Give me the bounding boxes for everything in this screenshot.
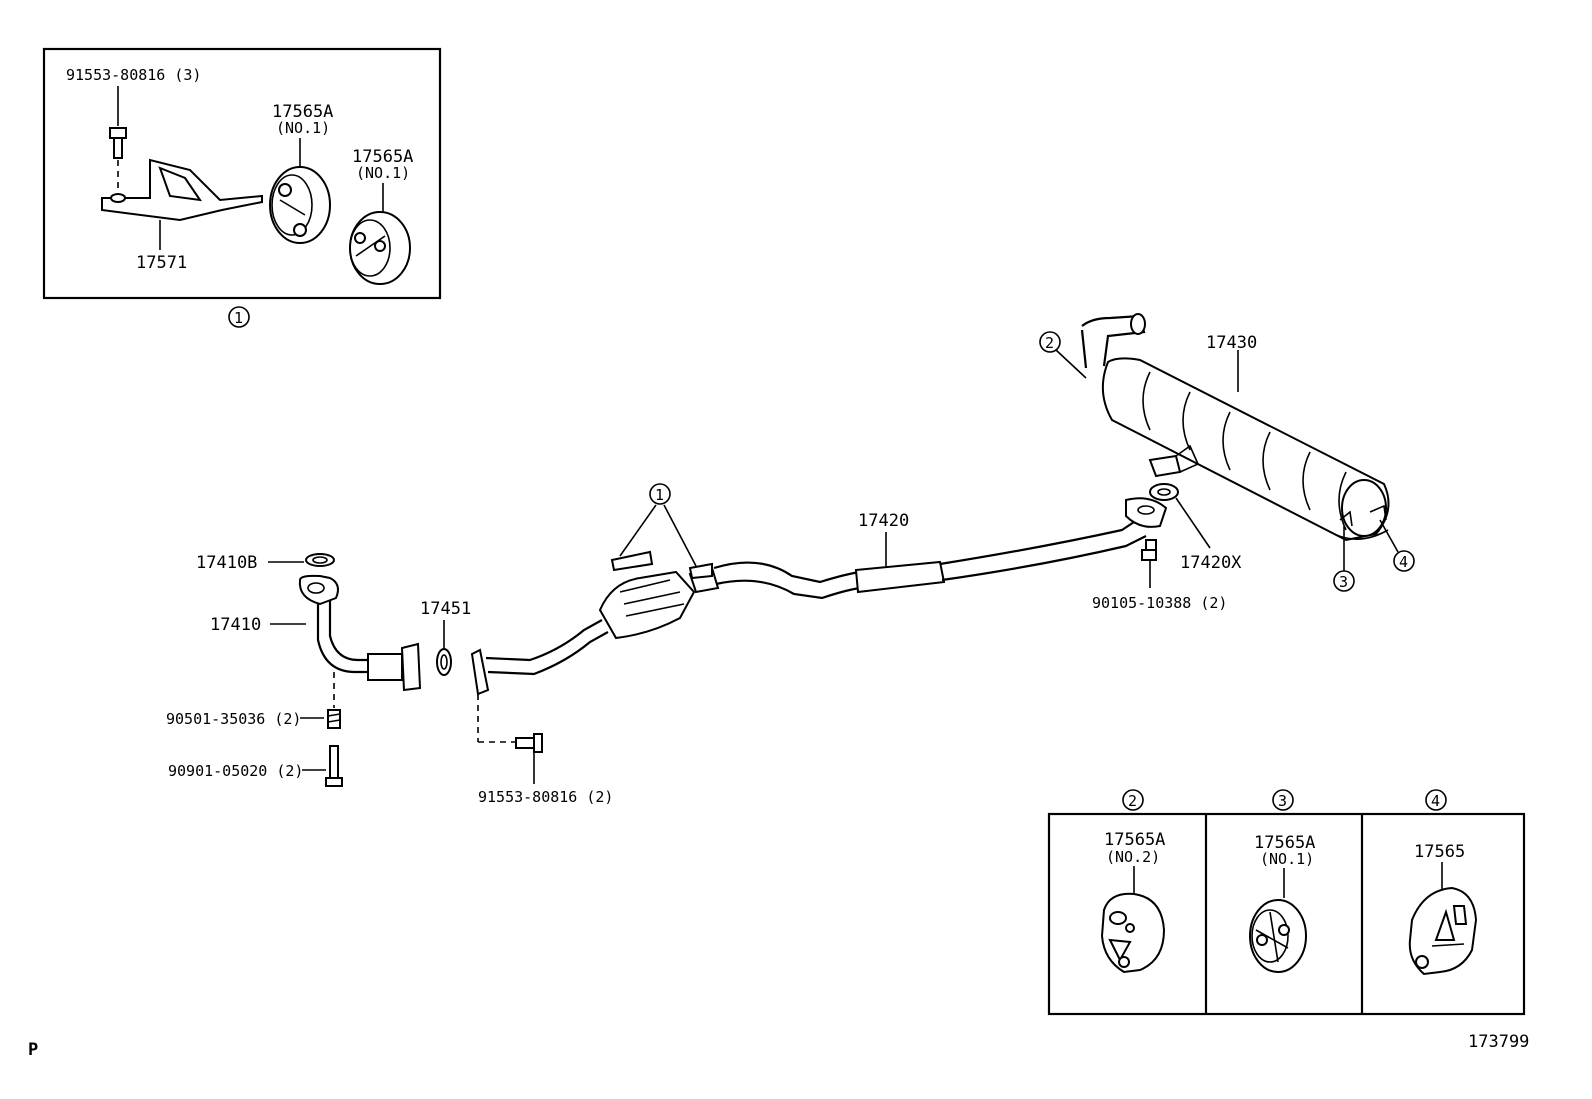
center-pipe [854,497,1168,594]
bolt-icon [109,127,127,159]
callout-circle [228,306,250,328]
flange-bolt-label: 91553-80816 (2) [478,788,613,806]
callout-circle [1039,331,1061,353]
spring-label: 90501-35036 (2) [166,710,301,728]
callout-2: 2 [1045,334,1054,352]
rubber-hanger-icon [1408,886,1478,976]
inset-col2-sub: (NO.2) [1106,848,1160,866]
muffler-icon [1080,313,1390,542]
gasket-rear-icon [1149,483,1179,501]
rear-bolt-icon [1141,539,1157,561]
inset-col3-sub: (NO.1) [1260,850,1314,868]
center-pipe-label: 17420 [858,511,909,531]
stud-bolt-label: 90901-05020 (2) [168,762,303,780]
spring-icon [327,709,341,729]
callout-4: 4 [1399,553,1408,571]
callout-circle [1393,550,1415,572]
inset-col4-code: 17565 [1414,842,1465,862]
inset-col2-code: 17565A [1104,830,1165,850]
inset-top-ref: 1 [234,309,243,327]
flange-bolt-icon [515,733,543,753]
gasket-front-label: 17451 [420,599,471,619]
callout-circle [1272,789,1294,811]
inset-bolt-label: 91553-80816 (3) [66,66,201,84]
rear-bolt-label: 90105-10388 (2) [1092,594,1227,612]
callout-circle [649,483,671,505]
rubber-hanger-icon [349,211,411,285]
callout-1: 1 [655,486,664,504]
gasket-ring-icon [305,553,335,567]
inset-col3-code: 17565A [1254,833,1315,853]
footer-left-mark: P [28,1040,38,1060]
callout-circle [1425,789,1447,811]
inset-col2-ref: 2 [1128,792,1137,810]
front-exhaust-pipe [298,574,422,692]
inset-bracket-label: 17571 [136,253,187,273]
inset-hanger-a-sub: (NO.1) [276,119,330,137]
gasket-ring-label: 17410B [196,553,257,573]
stud-bolt-icon [325,745,343,787]
inset-hanger-a-code: 17565A [272,102,333,122]
inset-hanger-b-sub: (NO.1) [356,164,410,182]
inset-top-panel: 91553-80816 (3) 17571 17565A (NO.1) 1756… [42,47,442,300]
figure-number: 173799 [1468,1032,1529,1052]
gasket-rear-label: 17420X [1180,553,1242,573]
inset-hanger-b-code: 17565A [352,147,413,167]
muffler-label: 17430 [1206,333,1257,353]
inset-bottom-panel: 2 17565A (NO.2) 3 17565A (NO.1) 4 17565 [1047,789,1526,1016]
gasket-front-icon [436,648,452,676]
inset-col4-ref: 4 [1431,792,1440,810]
catalytic-converter-pipe [470,561,861,696]
rubber-hanger-icon [269,166,331,244]
front-pipe-label: 17410 [210,615,261,635]
inset-col3-ref: 3 [1278,792,1287,810]
rubber-hanger-icon [1249,899,1307,973]
callout-circle [1122,789,1144,811]
bracket-icon [101,158,263,222]
rubber-hanger-icon [1100,892,1166,974]
callout-3: 3 [1339,573,1348,591]
